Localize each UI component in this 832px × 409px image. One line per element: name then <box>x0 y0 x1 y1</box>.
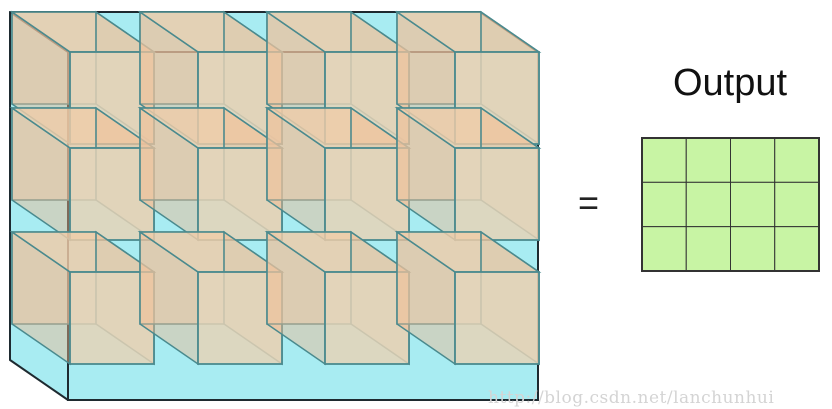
pooling-window <box>264 106 412 242</box>
pooling-window <box>9 230 157 366</box>
output-cell <box>730 137 776 183</box>
window-front-face <box>324 271 410 365</box>
pooling-window <box>137 230 285 366</box>
pooling-windows <box>9 10 542 366</box>
output-cell <box>685 181 731 228</box>
output-grid <box>641 137 820 272</box>
watermark: http://blog.csdn.net/lanchunhui <box>488 388 775 408</box>
pooling-window <box>137 106 285 242</box>
equals-sign: = <box>578 182 600 223</box>
output-title: Output <box>672 62 788 104</box>
output-cell <box>641 226 687 272</box>
output-cell <box>641 181 687 228</box>
output-cell <box>641 137 687 183</box>
output-cell <box>730 226 776 272</box>
pooling-window <box>264 230 412 366</box>
output-cell <box>774 226 820 272</box>
output-cell <box>774 181 820 228</box>
output-grid-border <box>641 137 820 272</box>
window-front-face <box>324 147 410 241</box>
pooling-window <box>394 230 542 366</box>
output-cell <box>730 181 776 228</box>
output-cell <box>685 137 731 183</box>
pooling-window <box>394 106 542 242</box>
output-cell <box>685 226 731 272</box>
window-front-face <box>454 271 540 365</box>
window-front-face <box>454 147 540 241</box>
output-cell <box>774 137 820 183</box>
